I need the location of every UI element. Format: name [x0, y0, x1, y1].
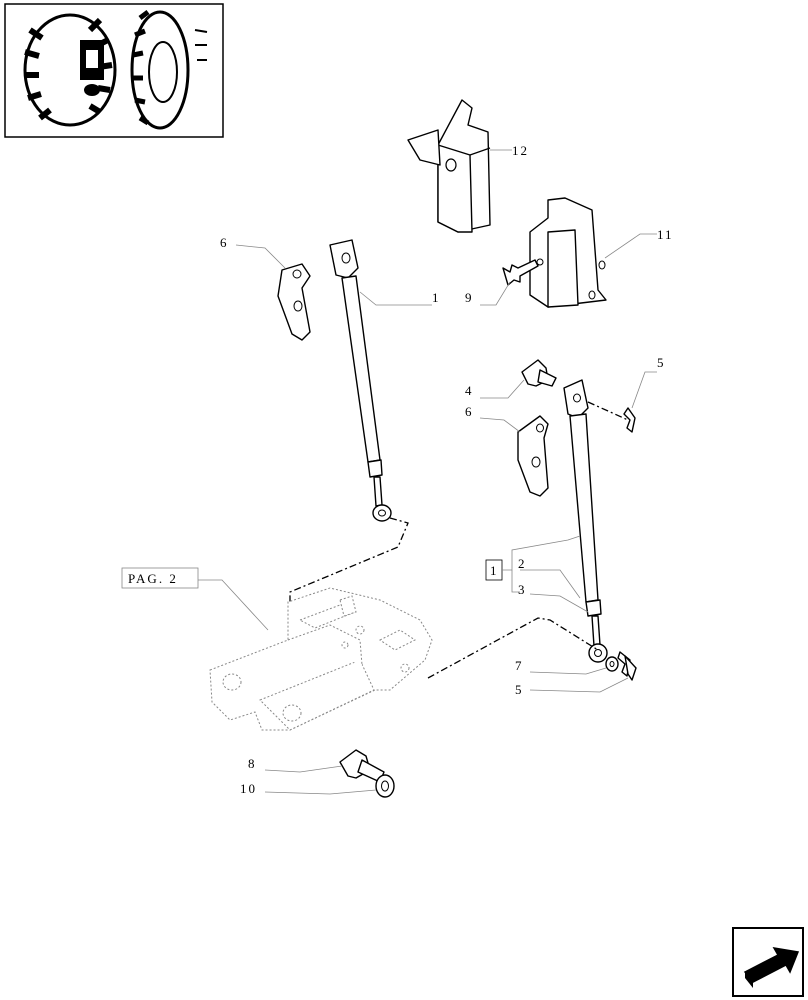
part-9-wing-bolt: [502, 258, 544, 286]
callout-7: 7: [515, 658, 524, 673]
part-4-bolt: [521, 359, 557, 387]
tractor-thumbnail[interactable]: [4, 3, 224, 138]
part-10-washer: [375, 774, 395, 798]
callout-12: 12: [512, 143, 529, 158]
callout-1: 1: [432, 290, 441, 305]
part-11-bracket: [529, 197, 607, 308]
part-7-washer: [605, 656, 619, 672]
callout-10: 10: [240, 781, 257, 796]
part-12-bracket: [407, 99, 491, 233]
callout-8: 8: [248, 756, 257, 771]
part-6-plate-lower: [517, 415, 549, 497]
callout-6b: 6: [465, 404, 474, 419]
callout-11: 11: [657, 227, 674, 242]
part-1-gas-strut-left: [329, 239, 392, 522]
callout-6a: 6: [220, 235, 229, 250]
connection-line-right: [427, 617, 599, 679]
next-page-arrow-icon: [743, 947, 800, 983]
boxed-ref-1-label: 1: [490, 563, 499, 578]
pag2-reference-box[interactable]: [121, 567, 199, 589]
callout-5b: 5: [515, 682, 524, 697]
part-5-clip-lower: [617, 651, 637, 681]
part-8-bolt: [339, 749, 385, 783]
part-5-clip-upper: [623, 407, 636, 433]
callout-4: 4: [465, 383, 474, 398]
callout-5a: 5: [657, 355, 666, 370]
callout-3: 3: [518, 582, 527, 597]
pin-line-upper: [587, 401, 629, 421]
connection-line-left: [289, 517, 409, 603]
callout-9: 9: [465, 290, 474, 305]
pag2-assembly-ghost: [209, 587, 433, 731]
next-page-button[interactable]: [732, 927, 804, 997]
part-6-plate-upper: [277, 263, 311, 341]
part-1-gas-strut-right: [563, 379, 608, 663]
tractor-icon: [23, 10, 208, 130]
callout-2: 2: [518, 556, 527, 571]
pag2-reference-label: PAG. 2: [128, 571, 178, 586]
